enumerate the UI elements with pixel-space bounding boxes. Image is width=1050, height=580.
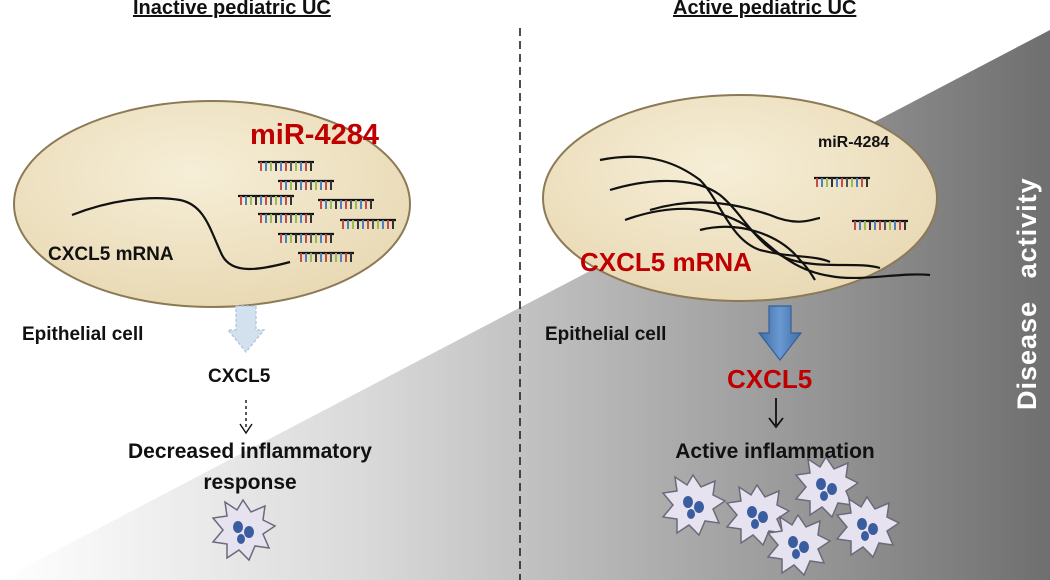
left-mrna-label: CXCL5 mRNA — [48, 244, 174, 265]
left-outcome-line1: Decreased inflammatory — [128, 440, 372, 463]
right-panel-title: Active pediatric UC — [673, 0, 857, 19]
right-blue-arrow — [757, 305, 803, 361]
right-mrna-strands — [599, 155, 931, 281]
right-protein-label: CXCL5 — [727, 364, 813, 394]
right-mrna-label: CXCL5 mRNA — [580, 247, 752, 277]
left-outcome: Decreased inflammatory response — [95, 436, 405, 498]
left-mrna-strand — [71, 197, 291, 271]
left-cell-label: Epithelial cell — [22, 324, 144, 345]
left-outcome-line2: response — [203, 471, 297, 494]
left-panel-title: Inactive pediatric UC — [133, 0, 331, 19]
left-pale-arrow — [226, 305, 266, 353]
right-cell-label: Epithelial cell — [545, 324, 667, 345]
left-protein-label: CXCL5 — [208, 366, 271, 387]
left-mirna-label: miR-4284 — [250, 119, 379, 151]
disease-activity-label: Disease activity — [1012, 177, 1042, 410]
right-outcome: Active inflammation — [675, 440, 875, 463]
right-epithelial-cell — [542, 94, 938, 302]
right-mirna-label: miR-4284 — [818, 134, 890, 151]
